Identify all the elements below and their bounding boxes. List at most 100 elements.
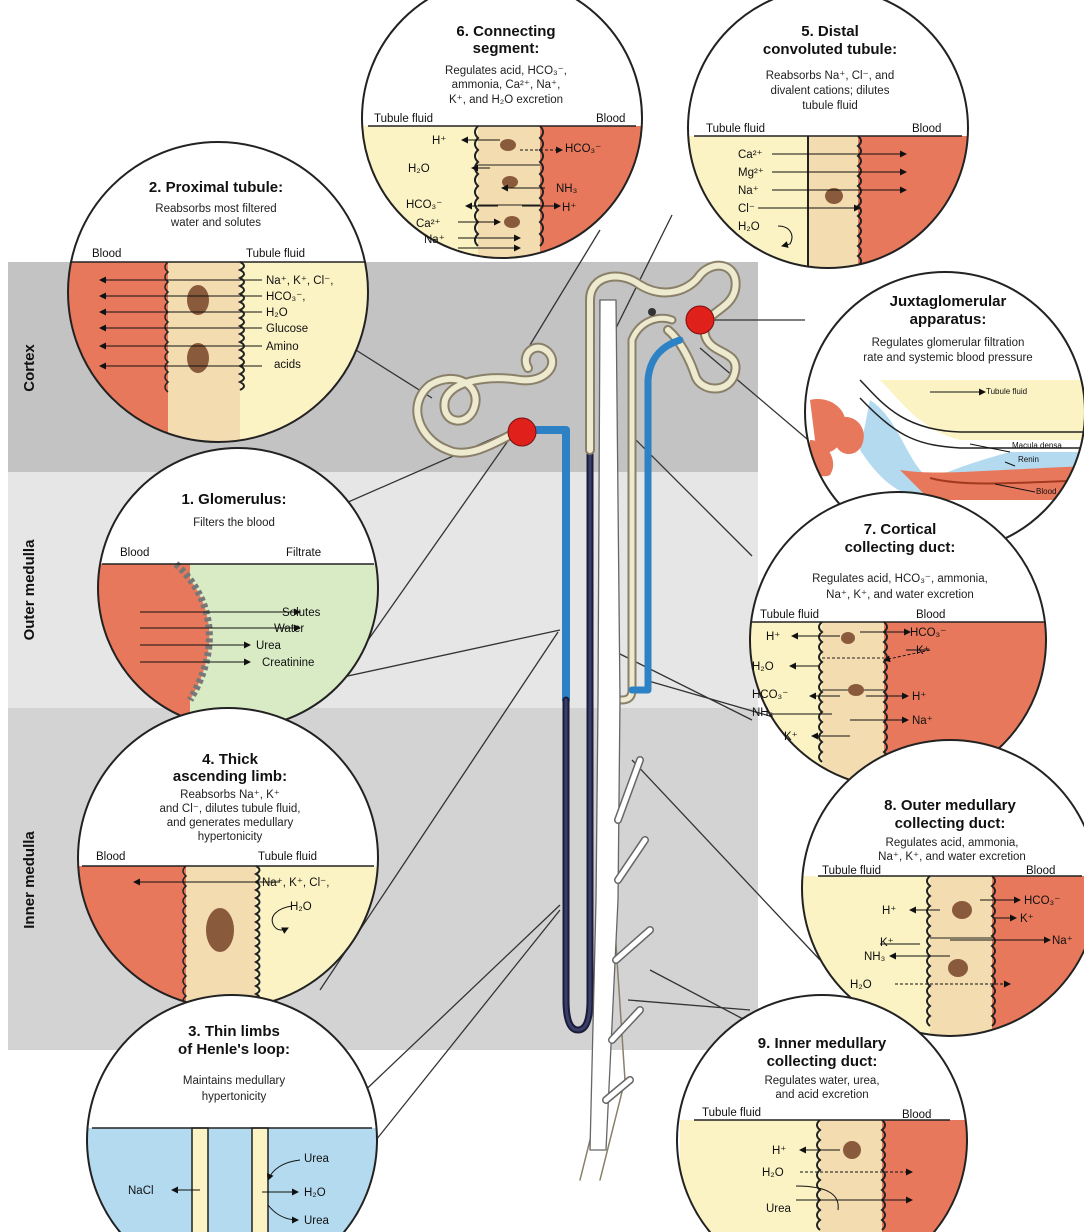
c8-label: K⁺ [1020,913,1034,925]
c5-header-left: Tubule fluid [706,123,765,135]
c8-label: HCO₃⁻ [1024,895,1060,907]
c2-desc-2: water and solutes [170,217,261,229]
cj-blood-label: Blood [1036,487,1056,496]
c7-title-2: collecting duct: [845,539,956,556]
c4-label: H₂O [290,901,312,913]
c9-desc-1: Regulates water, urea, [764,1075,879,1087]
c8-header-left: Tubule fluid [822,865,881,877]
c6-title-1: 6. Connecting [456,23,555,40]
c8-header-right: Blood [1026,865,1055,877]
c8-title-2: collecting duct: [895,815,1006,832]
c3-desc-2: hypertonicity [202,1091,267,1103]
c2-desc-1: Reabsorbs most filtered [155,203,276,215]
c1-label: Water [274,623,304,635]
c2-label: Amino [266,341,299,353]
zone-label-cortex: Cortex [21,344,38,392]
glomerulus-2 [686,306,714,334]
c6-title-2: segment: [473,40,540,57]
c4-title-1: 4. Thick [202,751,259,768]
c7-label: HCO₃⁻ [910,627,946,639]
c5-desc-2: divalent cations; dilutes [771,85,890,97]
c3-title-2: of Henle's loop: [178,1041,290,1058]
c5-label: Na⁺ [738,185,759,197]
callout-distal-tubule: 5. Distal convoluted tubule: Reabsorbs N… [686,0,978,276]
c3-desc-1: Maintains medullary [183,1075,286,1087]
c9-label: H⁺ [772,1145,786,1157]
c7-label: H⁺ [766,631,780,643]
cj-title-1: Juxtaglomerular [890,293,1007,310]
c2-label: HCO₃⁻, [266,291,306,303]
c6-desc-2: ammonia, Ca²⁺, Na⁺, [452,79,561,91]
c1-label: Solutes [282,607,321,619]
cj-desc-2: rate and systemic blood pressure [863,352,1032,364]
c6-label: H⁺ [432,135,446,147]
c2-header-left: Blood [92,248,121,260]
c7-desc-1: Regulates acid, HCO₃⁻, ammonia, [812,573,988,585]
c7-label: HCO₃⁻ [752,689,788,701]
c4-desc-4: hypertonicity [198,831,263,843]
c6-label: Na⁺ [424,234,445,246]
c8-desc-1: Regulates acid, ammonia, [886,837,1019,849]
c7-label: K⁺ [916,645,930,657]
c3-label: Urea [304,1153,330,1165]
c4-desc-3: and generates medullary [167,817,294,829]
c8-label: H₂O [850,979,872,991]
c1-label: Urea [256,640,282,652]
c6-header-right: Blood [596,113,625,125]
c1-header-left: Blood [120,547,149,559]
c6-desc-1: Regulates acid, HCO₃⁻, [445,65,567,77]
c3-label: H₂O [304,1187,326,1199]
c7-label: H⁺ [912,691,926,703]
c9-title-2: collecting duct: [767,1053,878,1070]
c4-label: Na⁺, K⁺, Cl⁻, [262,877,329,889]
c6-header-left: Tubule fluid [374,113,433,125]
c1-title-1: 1. Glomerulus: [181,491,286,508]
c1-header-right: Filtrate [286,547,321,559]
c6-label: HCO₃⁻ [565,143,601,155]
c2-title-1: 2. Proximal tubule: [149,179,283,196]
c8-desc-2: Na⁺, K⁺, and water excretion [878,851,1026,863]
cj-title-2: apparatus: [910,311,987,328]
c5-desc-3: tubule fluid [802,100,858,112]
c8-label: K⁺ [880,937,894,949]
c7-label: H₂O [752,661,774,673]
c9-header-right: Blood [902,1109,931,1121]
c9-label: H₂O [762,1167,784,1179]
cj-desc-1: Regulates glomerular filtration [872,337,1025,349]
cj-renin-label: Renin [1018,455,1039,464]
c7-label: K⁺ [784,731,798,743]
c4-desc-1: Reabsorbs Na⁺, K⁺ [180,789,280,801]
c2-label: acids [274,359,301,371]
c5-label: Ca²⁺ [738,149,763,161]
c5-label: Mg²⁺ [738,167,764,179]
c6-label: NH₃ [556,183,578,195]
c2-label: Glucose [266,323,308,335]
c2-label: Na⁺, K⁺, Cl⁻, [266,275,333,287]
cj-macula-label: Macula densa [1012,441,1062,450]
c6-label: HCO₃⁻ [406,199,442,211]
c5-desc-1: Reabsorbs Na⁺, Cl⁻, and [766,70,894,82]
c7-label: Na⁺ [912,715,933,727]
c5-label: Cl⁻ [738,203,755,215]
c9-header-left: Tubule fluid [702,1107,761,1119]
c2-label: H₂O [266,307,288,319]
glomerulus-1 [508,418,536,446]
c9-label: Urea [766,1203,792,1215]
c5-header-right: Blood [912,123,941,135]
c3-label: Urea [304,1215,330,1227]
c9-title-1: 9. Inner medullary [758,1035,887,1052]
c6-desc-3: K⁺, and H₂O excretion [449,94,563,106]
c4-header-right: Tubule fluid [258,851,317,863]
c7-desc-2: Na⁺, K⁺, and water excretion [826,589,974,601]
c5-title-1: 5. Distal [801,23,859,40]
cj-tubule-label: Tubule fluid [986,387,1027,396]
callout-connecting-segment: 6. Connecting segment: Regulates acid, H… [360,0,650,266]
c8-label: Na⁺ [1052,935,1073,947]
c4-title-2: ascending limb: [173,768,287,785]
c7-label: NH₃ [752,707,774,719]
c5-label: H₂O [738,221,760,233]
c4-header-left: Blood [96,851,125,863]
c2-header-right: Tubule fluid [246,248,305,260]
c8-title-1: 8. Outer medullary [884,797,1016,814]
